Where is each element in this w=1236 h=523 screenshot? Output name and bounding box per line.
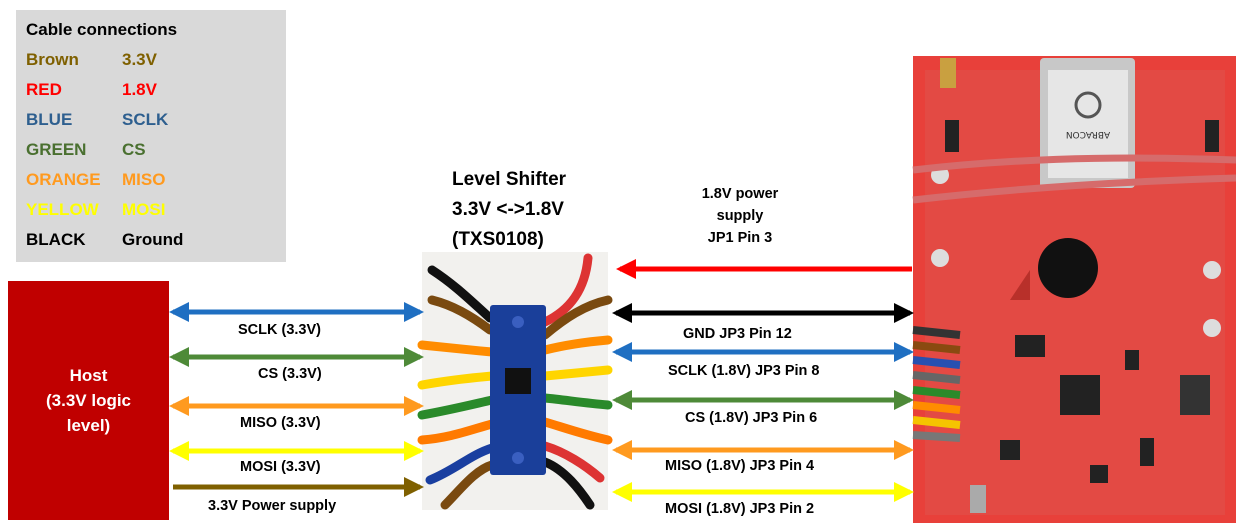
legend-signal: 3.3V xyxy=(122,50,157,69)
legend-row-red: RED 1.8V xyxy=(26,80,157,100)
legend-signal: MISO xyxy=(122,170,166,189)
legend-color-name: BLACK xyxy=(26,230,86,249)
cs-1v8-label: CS (1.8V) JP3 Pin 6 xyxy=(685,410,818,426)
cable-legend: Cable connections Brown 3.3V RED 1.8V BLUE… xyxy=(16,10,286,262)
level-shifter-title: Level Shifter 3.3V <->1.8V (TXS0108) xyxy=(452,165,566,255)
legend-row-brown: Brown 3.3V xyxy=(26,50,157,70)
legend-row-orange: ORANGE MISO xyxy=(26,170,165,190)
host-logic-level-cont: level) xyxy=(66,416,111,435)
sclk-3v3-label: SCLK (3.3V) xyxy=(238,322,321,338)
legend-row-blue: BLUE SCLK xyxy=(26,110,168,130)
legend-color-name: ORANGE xyxy=(26,170,101,189)
host-logic-level: (3.3V logic xyxy=(45,391,132,410)
level-shifter-voltages: 3.3V <->1.8V xyxy=(452,199,564,220)
power-1v8-label-line2: supply xyxy=(716,208,764,224)
power-1v8-label-line3: JP1 Pin 3 xyxy=(707,230,773,246)
level-shifter-photo xyxy=(417,252,613,510)
legend-color-name: RED xyxy=(26,80,62,99)
legend-row-yellow: YELLOW MOSI xyxy=(26,200,165,220)
chip-marking: ABRACON xyxy=(1066,129,1110,139)
legend-color-name: Brown xyxy=(26,50,79,69)
power-3v3-label: 3.3V Power supply xyxy=(208,498,337,514)
level-shifter-part: (TXS0108) xyxy=(452,229,544,250)
host-label: Host xyxy=(69,366,108,385)
legend-signal: MOSI xyxy=(122,200,166,219)
host-block: Host (3.3V logic level) xyxy=(8,281,169,520)
miso-3v3-label: MISO (3.3V) xyxy=(240,415,321,431)
level-shifter-name: Level Shifter xyxy=(452,169,567,190)
legend-title: Cable connections xyxy=(26,20,178,39)
legend-signal: Ground xyxy=(122,230,184,249)
legend-color-name: YELLOW xyxy=(26,200,99,219)
legend-signal: CS xyxy=(122,140,146,159)
gnd-label: GND JP3 Pin 12 xyxy=(683,326,792,342)
dev-board-photo: ABRACON xyxy=(912,56,1236,523)
power-1v8-label: 1.8V power supply JP1 Pin 3 xyxy=(690,183,790,249)
legend-signal: 1.8V xyxy=(122,80,157,99)
legend-row-green: GREEN CS xyxy=(26,140,146,160)
legend-row-black: BLACK Ground xyxy=(26,230,183,250)
legend-color-name: GREEN xyxy=(26,140,87,159)
power-1v8-label-line1: 1.8V power xyxy=(701,186,779,202)
sclk-1v8-label: SCLK (1.8V) JP3 Pin 8 xyxy=(668,363,820,379)
mosi-3v3-label: MOSI (3.3V) xyxy=(240,459,321,475)
legend-signal: SCLK xyxy=(122,110,169,129)
cs-3v3-label: CS (3.3V) xyxy=(258,366,322,382)
mosi-1v8-label: MOSI (1.8V) JP3 Pin 2 xyxy=(665,501,815,517)
miso-1v8-label: MISO (1.8V) JP3 Pin 4 xyxy=(665,458,815,474)
legend-color-name: BLUE xyxy=(26,110,73,129)
